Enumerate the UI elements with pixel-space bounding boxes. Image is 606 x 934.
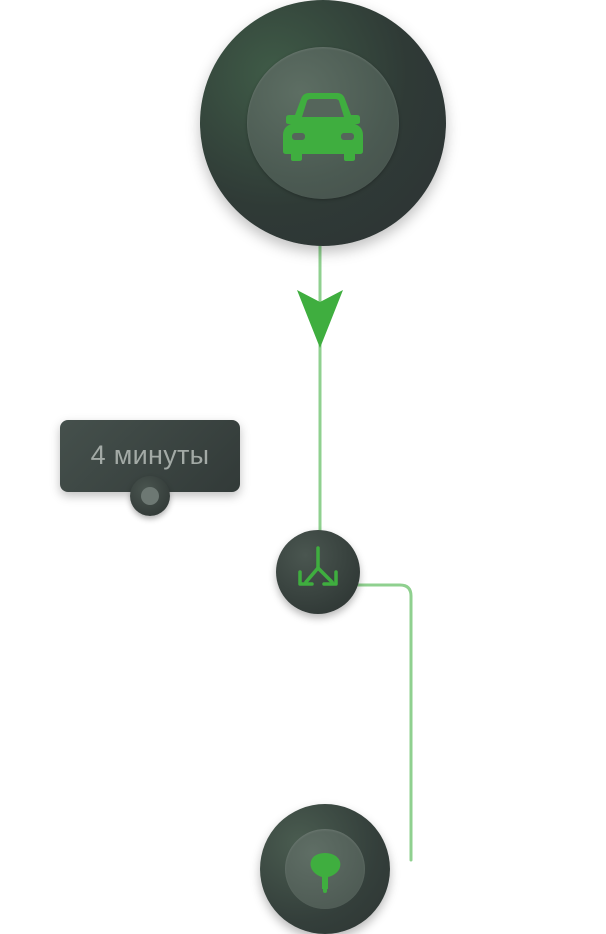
direction-arrow-icon [297, 290, 343, 348]
destination-node-inner [285, 829, 365, 909]
duration-badge-anchor [130, 476, 170, 516]
car-icon [283, 93, 363, 161]
start-node-inner [247, 47, 399, 199]
split-node[interactable] [276, 530, 360, 614]
anchor-dot [141, 487, 159, 505]
split-arrows-icon [298, 546, 338, 586]
destination-node[interactable] [260, 804, 390, 934]
start-node[interactable] [200, 0, 446, 246]
connector-split-destination [356, 583, 413, 862]
duration-label: 4 минуты [90, 440, 210, 470]
duration-badge: 4 минуты [60, 420, 240, 492]
tree-icon [310, 853, 341, 893]
